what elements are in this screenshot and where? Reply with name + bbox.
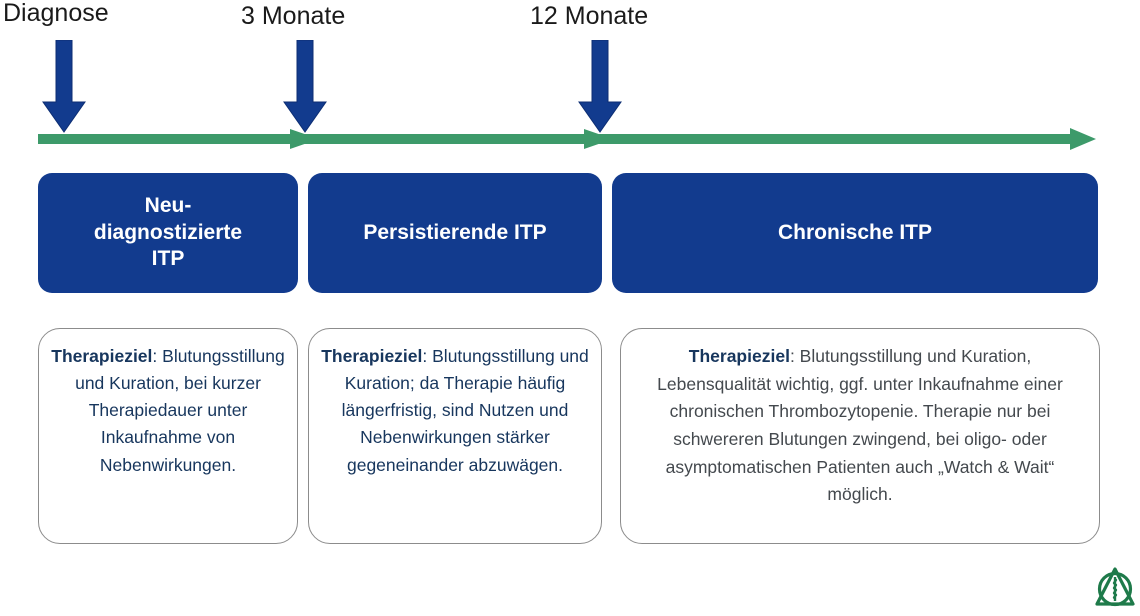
stage-label-line-1: Neu-	[144, 193, 192, 217]
goal-card-chronische: Therapieziel: Blutungsstillung und Kurat…	[620, 328, 1100, 544]
goal-text: Therapieziel: Blutungsstillung und Kurat…	[49, 343, 287, 479]
goal-text: Therapieziel: Blutungsstillung und Kurat…	[631, 343, 1089, 509]
stage-label-persistierende-itp: Persistierende ITP	[363, 220, 546, 247]
stage-label-line-1: Persistierende ITP	[363, 220, 547, 244]
stage-box-persistierende-itp[interactable]: Persistierende ITP	[308, 173, 602, 293]
aesculapius-triangle-logo-icon	[1094, 566, 1136, 610]
goal-card-neu-diagnostizierte: Therapieziel: Blutungsstillung und Kurat…	[38, 328, 298, 544]
timeline-axis-arrow-icon	[38, 126, 1098, 152]
down-arrow-3-monate-icon	[283, 39, 327, 133]
stage-box-chronische-itp[interactable]: Chronische ITP	[612, 173, 1098, 293]
down-arrow-12-monate-icon	[578, 39, 622, 133]
goal-body: Blutungsstillung und Kuration; da Therap…	[341, 346, 589, 475]
goal-heading: Therapieziel	[688, 346, 790, 366]
goal-heading-separator: :	[422, 346, 428, 366]
stage-box-neu-diagnostizierte-itp[interactable]: Neu- diagnostizierte ITP	[38, 173, 298, 293]
goal-heading-separator: :	[152, 346, 158, 366]
stage-label-line-2: diagnostizierte	[93, 220, 243, 244]
stage-label-line-3: ITP	[151, 247, 185, 271]
goal-heading: Therapieziel	[51, 346, 153, 366]
stage-label-chronische-itp: Chronische ITP	[778, 220, 932, 247]
goal-heading-separator: :	[789, 346, 795, 366]
goal-heading: Therapieziel	[321, 346, 423, 366]
down-arrow-diagnose-icon	[42, 39, 86, 133]
timeline-label-diagnose: Diagnose	[3, 0, 109, 27]
timeline-label-3-monate: 3 Monate	[241, 2, 346, 30]
timeline-label-12-monate: 12 Monate	[530, 2, 649, 30]
stage-label-neu-diagnostizierte-itp: Neu- diagnostizierte ITP	[94, 193, 242, 274]
goal-body: Blutungsstillung und Kuration, Lebensqua…	[657, 346, 1063, 505]
goal-text: Therapieziel: Blutungsstillung und Kurat…	[319, 343, 591, 479]
stage-label-line-1: Chronische ITP	[777, 220, 933, 244]
goal-body: Blutungsstillung und Kuration, bei kurze…	[75, 346, 285, 475]
goal-card-persistierende: Therapieziel: Blutungsstillung und Kurat…	[308, 328, 602, 544]
